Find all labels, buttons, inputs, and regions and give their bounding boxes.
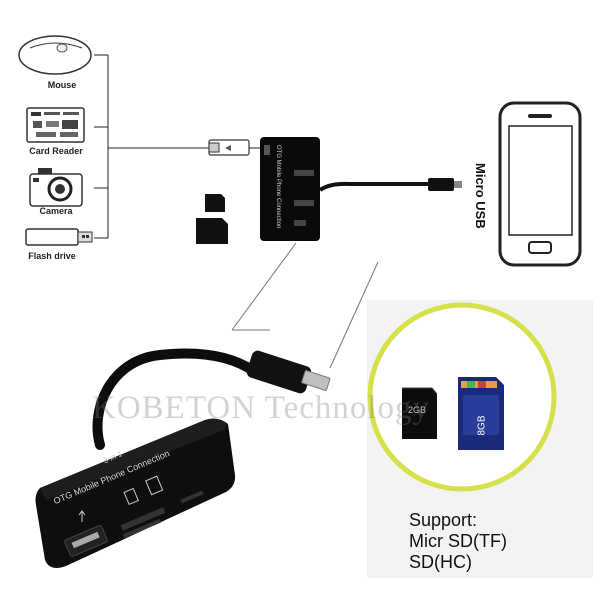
mouse-label: Mouse xyxy=(47,80,77,90)
otg-hub-diagram xyxy=(260,137,320,241)
micro-sd-card-photo xyxy=(402,387,438,439)
support-text: Support: Micr SD(TF) SD(HC) xyxy=(409,510,507,573)
sd-capacity: 8GB xyxy=(476,415,488,436)
sd-card-icon xyxy=(196,218,228,244)
flash-drive-icon xyxy=(25,228,93,246)
product-cable xyxy=(92,348,260,450)
micro-usb-plug-icon xyxy=(208,139,260,156)
support-line-3: SD(HC) xyxy=(409,552,472,572)
camera-label: Camera xyxy=(39,206,73,216)
hub-diagram-label: OTG Mobile Phone Connection xyxy=(275,145,281,229)
product-micro-usb-connector xyxy=(246,350,331,394)
card-reader-icon xyxy=(26,107,85,143)
micro-sd-icon xyxy=(205,194,225,212)
product-hub-body xyxy=(35,418,236,568)
mouse-icon xyxy=(18,35,92,75)
support-line-2: Micr SD(TF) xyxy=(409,531,507,551)
flash-drive-label: Flash drive xyxy=(28,251,76,261)
micro-sd-capacity: 2GB xyxy=(408,405,427,415)
support-line-1: Support: xyxy=(409,510,478,530)
camera-icon xyxy=(29,168,83,207)
watermark: KOBETON Technology xyxy=(92,390,431,426)
micro-usb-label: Micro USB xyxy=(473,163,488,229)
connector-lines xyxy=(94,54,379,369)
sd-card-photo xyxy=(458,377,504,450)
cable-diagram xyxy=(318,181,428,192)
phone-icon xyxy=(498,101,582,267)
micro-usb-connector-icon xyxy=(428,178,462,191)
card-reader-label: Card Reader xyxy=(29,146,83,156)
